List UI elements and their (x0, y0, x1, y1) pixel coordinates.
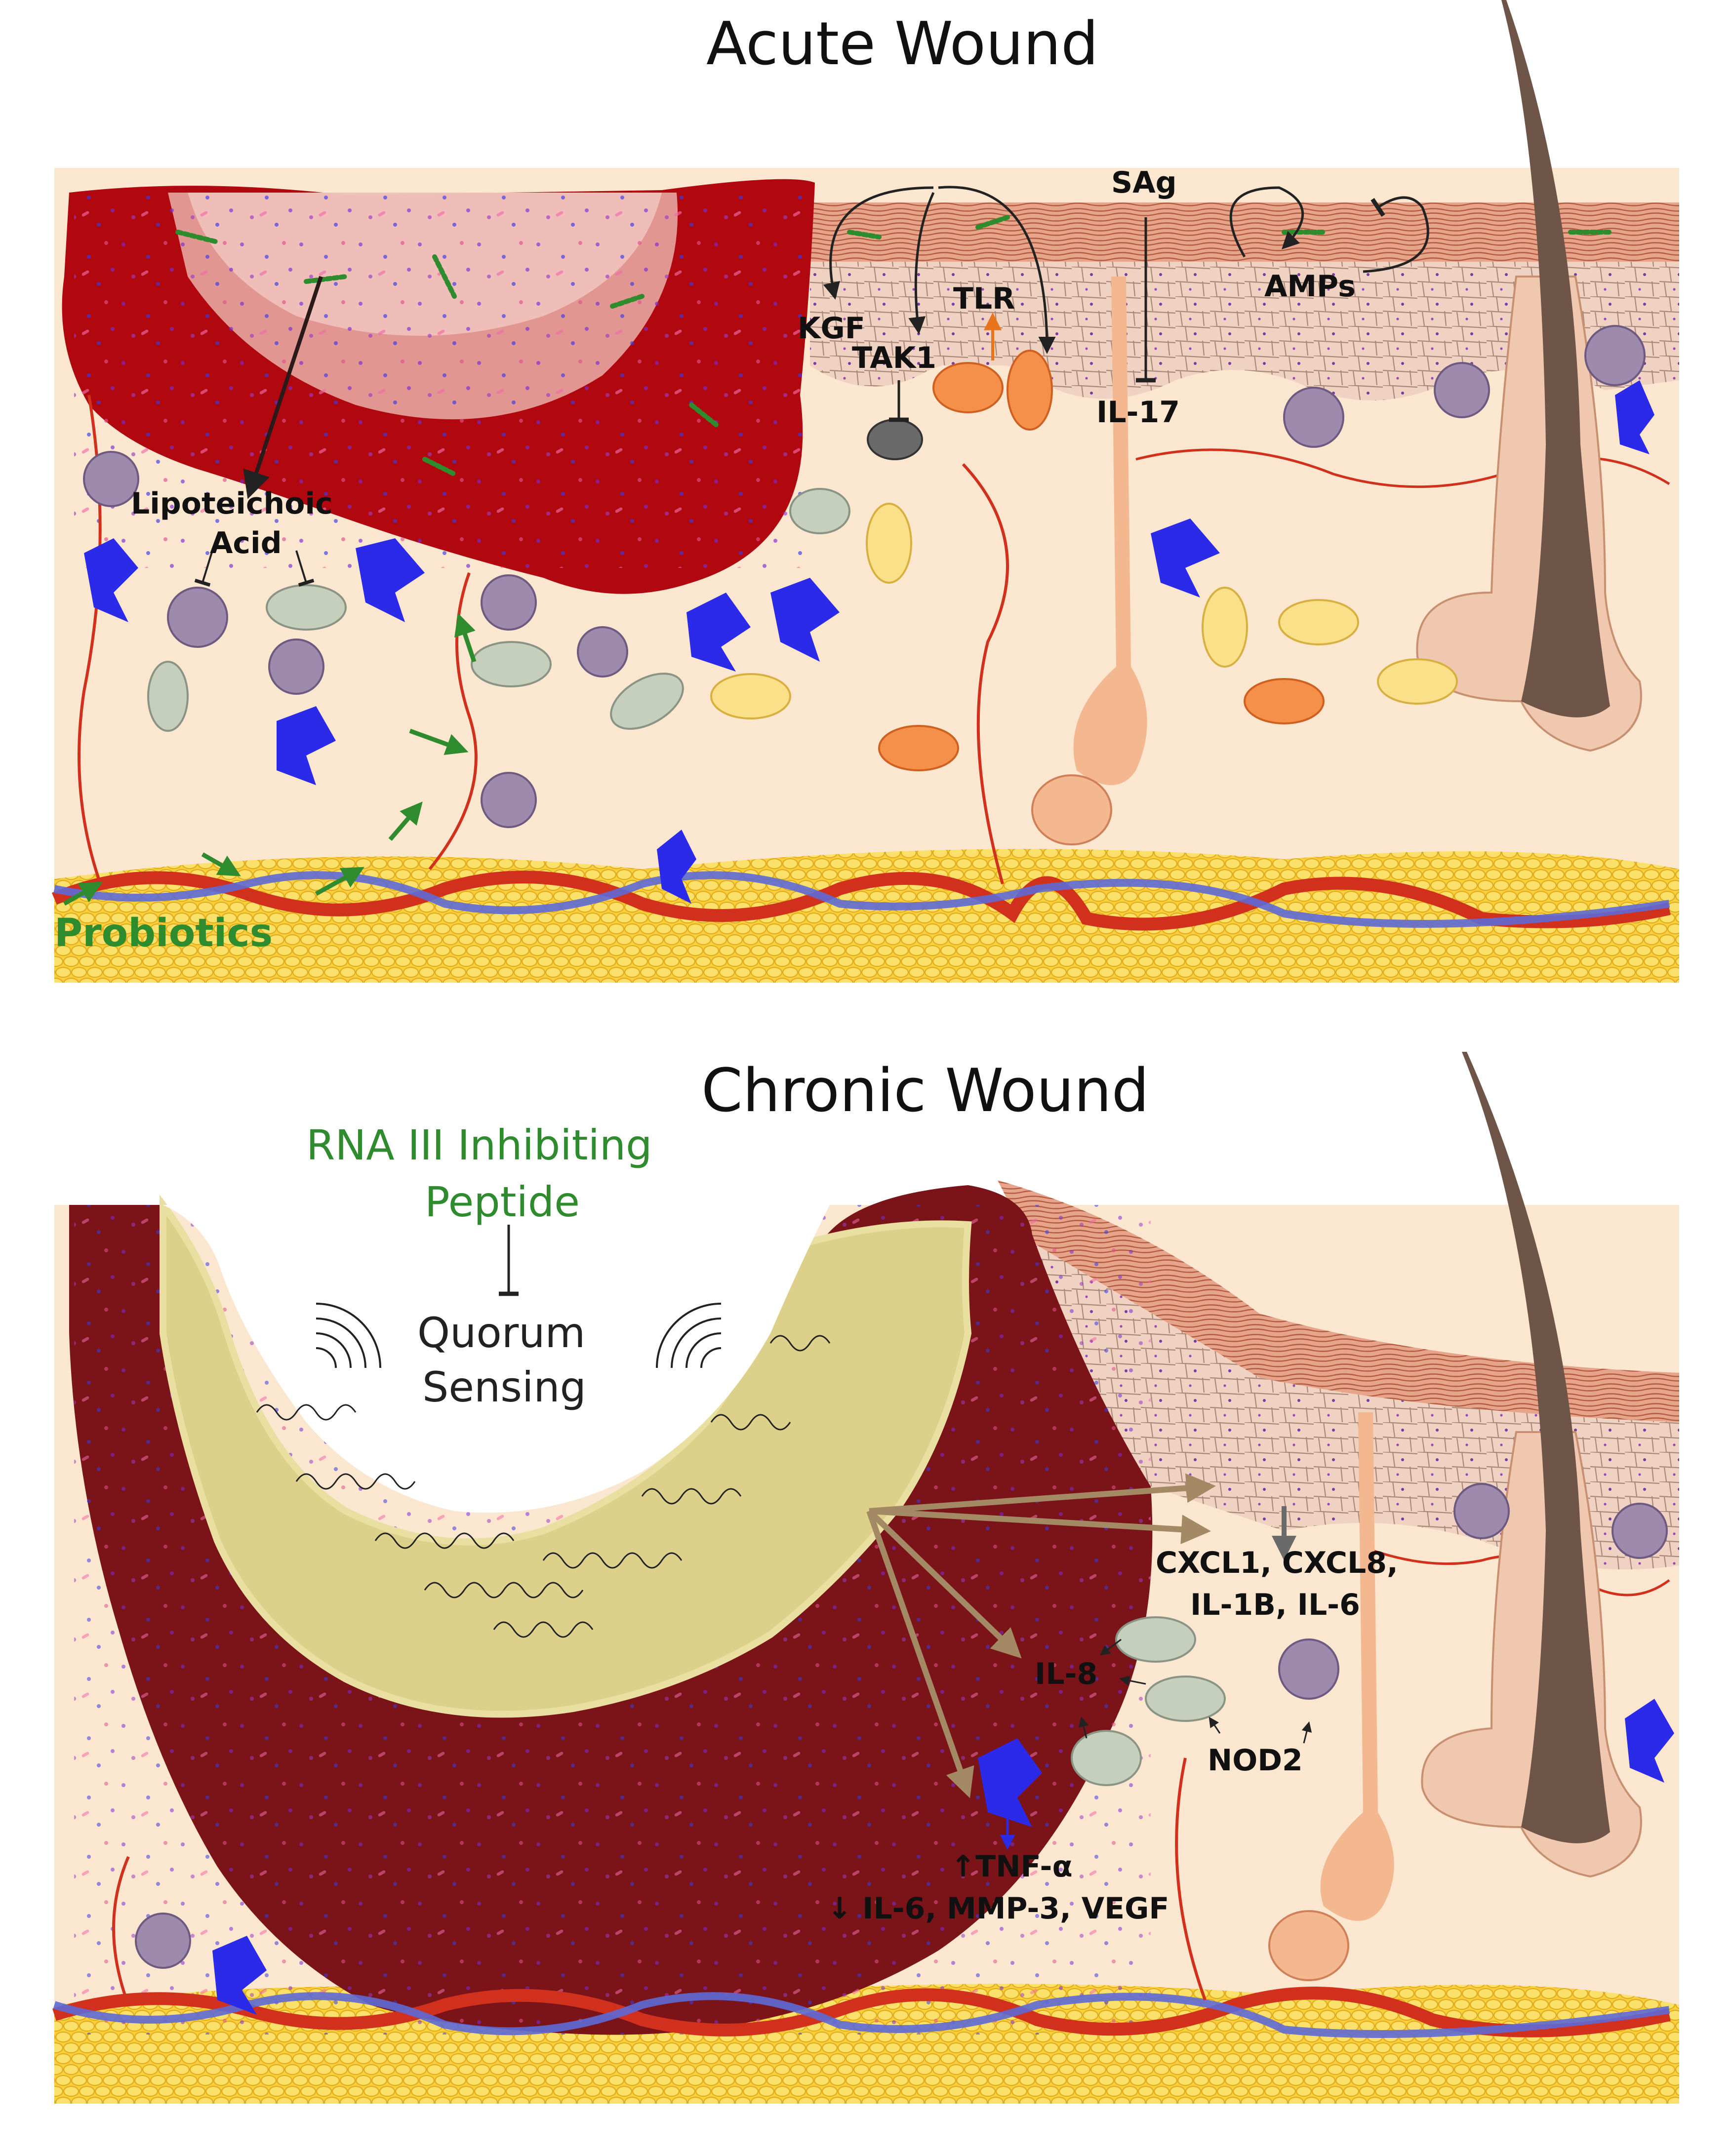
chronic-label-rnaiii-2: Peptide (425, 1178, 580, 1226)
chronic-label-cxcl-2: IL-1B, IL-6 (1190, 1588, 1360, 1622)
quorum-signal-right (656, 1303, 722, 1368)
chronic-wound-lumen (163, 1205, 830, 1513)
acute-title: Acute Wound (706, 10, 1099, 79)
acute-inhibit-lta-right (295, 550, 315, 587)
chronic-fibroblasts (1071, 1616, 1226, 1786)
acute-label-amps: AMPs (1264, 269, 1356, 304)
chronic-vein (53, 1992, 1670, 2038)
acute-inhibit-amps (1363, 196, 1429, 273)
chronic-macrophages (135, 1483, 1668, 1969)
chronic-capillary-left (112, 1856, 130, 2006)
acute-arrow-lta (243, 276, 323, 499)
acute-fibroblasts (147, 488, 850, 732)
chronic-epidermis-stratum (998, 1180, 1679, 1422)
chronic-label-nod2: NOD2 (1208, 1743, 1303, 1778)
chronic-biofilm-arrows (866, 1473, 1216, 1798)
acute-label-il17: IL-17 (1096, 395, 1180, 430)
acute-sweat-gland (1031, 774, 1112, 845)
chronic-label-quorum-1: Quorum (417, 1309, 586, 1357)
chronic-sweat-gland (1268, 1910, 1349, 1981)
acute-label-tak1: TAK1 (852, 341, 936, 375)
acute-epidermis-stratum (810, 202, 1679, 262)
acute-arrow-tlr-cell (938, 186, 1056, 354)
acute-hair-shaft (1501, 0, 1610, 718)
chronic-hair-shaft (1462, 1052, 1610, 1843)
acute-probiotic-arrows (63, 613, 477, 906)
acute-label-kgf: KGF (798, 311, 865, 346)
chronic-sweat-duct (1320, 1412, 1394, 1921)
acute-arrow-tak1 (908, 192, 935, 334)
chronic-label-quorum-2: Sensing (422, 1363, 586, 1411)
chronic-label-tnf: ↑TNF-α (951, 1849, 1073, 1884)
acute-capillary-right (962, 463, 1009, 884)
acute-label-lipoteichoic-1: Lipoteichoic (131, 486, 333, 521)
chronic-dendritic-cells (212, 1699, 1674, 2015)
chronic-label-rnaiii-1: RNA III Inhibiting (306, 1121, 652, 1169)
acute-sweat-duct (1073, 277, 1147, 785)
chronic-artery (52, 1987, 1671, 2037)
acute-wound-speckle (74, 193, 805, 568)
acute-label-sag: SAg (1111, 165, 1177, 200)
acute-artery (51, 871, 1671, 931)
acute-inhibit-lta-left (194, 550, 213, 587)
chronic-title: Chronic Wound (701, 1057, 1149, 1125)
chronic-il8-arrows (1078, 1638, 1312, 1744)
acute-arrow-amps-loop (1229, 186, 1304, 258)
acute-dendritic-cells (84, 380, 1654, 904)
acute-fat-layer (54, 849, 1679, 983)
chronic-biofilm-matrix (256, 1335, 831, 1638)
chronic-capillary-right (1175, 1757, 1207, 2001)
acute-panel (51, 0, 1679, 983)
acute-yellow-cells (710, 503, 1458, 719)
acute-arrow-kgf (823, 186, 934, 300)
quorum-signal-left (316, 1303, 381, 1368)
acute-label-probiotics: Probiotics (54, 911, 273, 956)
chronic-label-il8: IL-8 (1035, 1657, 1098, 1691)
acute-vein (53, 871, 1670, 928)
acute-macrophages (83, 325, 1646, 828)
chronic-panel (52, 1052, 1679, 2104)
acute-orange-cells (867, 350, 1325, 771)
chronic-label-downregulated: ↓ IL-6, MMP-3, VEGF (827, 1891, 1169, 1926)
acute-label-lipoteichoic-2: Acid (210, 526, 282, 560)
acute-label-tlr: TLR (953, 281, 1015, 316)
chronic-label-cxcl-1: CXCL1, CXCL8, (1156, 1546, 1398, 1580)
